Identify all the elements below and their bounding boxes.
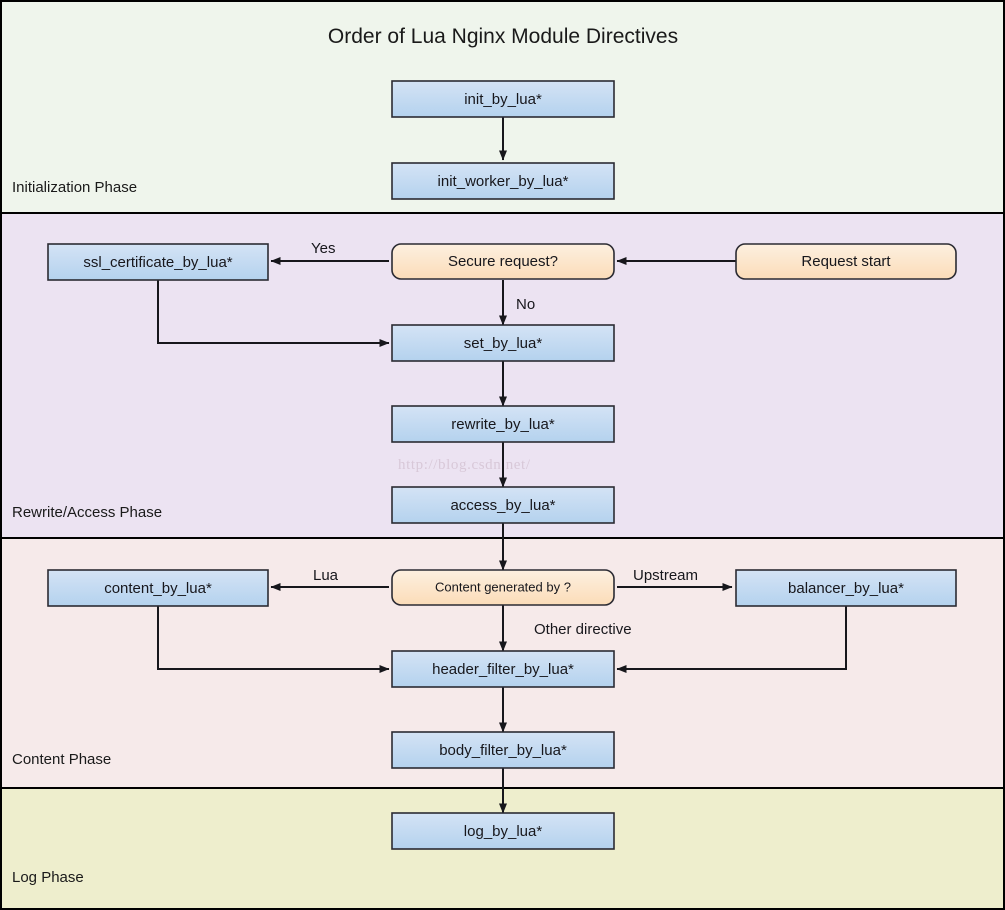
edge-label-lua: Lua — [313, 567, 339, 584]
edge-label-other-directive: Other directive — [534, 621, 632, 638]
phase-labels: Initialization Phase Rewrite/Access Phas… — [12, 179, 162, 886]
node-secure-request-label: Secure request? — [448, 253, 558, 270]
node-header-filter-by-lua-label: header_filter_by_lua* — [432, 661, 574, 678]
node-init-worker-by-lua-label: init_worker_by_lua* — [438, 173, 569, 190]
edge-ssl-certificate-to-set-by-lua — [157, 280, 390, 347]
phase-label-content: Content Phase — [12, 751, 111, 768]
phase-label-initialization: Initialization Phase — [12, 179, 137, 196]
watermark-text: http://blog.csdn.net/ — [398, 457, 531, 473]
node-body-filter-by-lua[interactable]: body_filter_by_lua* — [391, 731, 615, 769]
node-access-by-lua[interactable]: access_by_lua* — [391, 486, 615, 524]
node-rewrite-by-lua[interactable]: rewrite_by_lua* — [391, 405, 615, 443]
node-request-start[interactable]: Request start — [735, 243, 957, 280]
node-header-filter-by-lua[interactable]: header_filter_by_lua* — [391, 650, 615, 688]
node-init-worker-by-lua[interactable]: init_worker_by_lua* — [391, 162, 615, 200]
edge-labels: Yes No Lua Upstream Other directive — [311, 240, 698, 638]
node-content-by-lua-label: content_by_lua* — [104, 580, 212, 597]
edge-label-upstream: Upstream — [633, 567, 698, 584]
connectors — [157, 117, 847, 814]
node-secure-request[interactable]: Secure request? — [391, 243, 615, 280]
node-content-by-lua[interactable]: content_by_lua* — [47, 569, 269, 607]
node-access-by-lua-label: access_by_lua* — [450, 497, 555, 514]
node-balancer-by-lua-label: balancer_by_lua* — [788, 580, 904, 597]
node-request-start-label: Request start — [801, 253, 891, 270]
node-log-by-lua-label: log_by_lua* — [464, 823, 543, 840]
node-ssl-certificate-by-lua-label: ssl_certificate_by_lua* — [83, 254, 232, 271]
edge-content-by-lua-to-header-filter — [157, 605, 390, 673]
node-set-by-lua-label: set_by_lua* — [464, 335, 543, 352]
node-init-by-lua-label: init_by_lua* — [464, 91, 542, 108]
edge-label-yes: Yes — [311, 240, 335, 257]
node-set-by-lua[interactable]: set_by_lua* — [391, 324, 615, 362]
node-balancer-by-lua[interactable]: balancer_by_lua* — [735, 569, 957, 607]
node-ssl-certificate-by-lua[interactable]: ssl_certificate_by_lua* — [47, 243, 269, 281]
node-init-by-lua[interactable]: init_by_lua* — [391, 80, 615, 118]
edge-balancer-to-header-filter — [616, 605, 847, 673]
phase-label-rewrite-access: Rewrite/Access Phase — [12, 504, 162, 521]
node-rewrite-by-lua-label: rewrite_by_lua* — [451, 416, 555, 433]
node-log-by-lua[interactable]: log_by_lua* — [391, 812, 615, 850]
node-content-generated-by-label: Content generated by ? — [435, 579, 571, 594]
node-content-generated-by[interactable]: Content generated by ? — [391, 569, 615, 606]
edge-label-no: No — [516, 296, 535, 313]
phase-label-log: Log Phase — [12, 869, 84, 886]
node-body-filter-by-lua-label: body_filter_by_lua* — [439, 742, 567, 759]
page-title: Order of Lua Nginx Module Directives — [328, 25, 678, 48]
